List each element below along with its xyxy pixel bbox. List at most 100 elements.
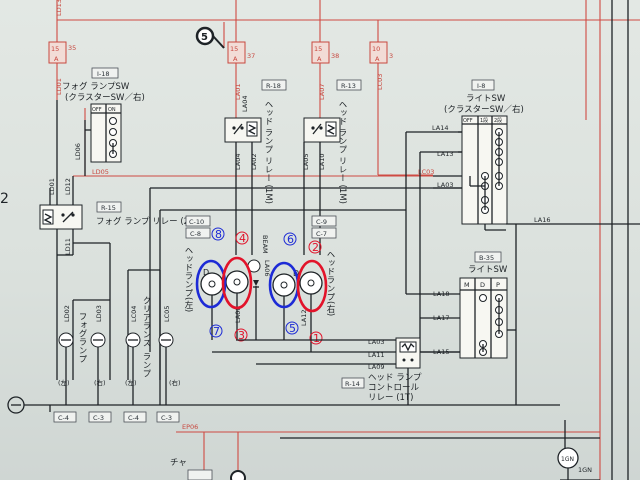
headlamp-left: C-10 C-8 ヘッドランプ(左) D LA08 LA06 <box>183 215 271 340</box>
wire-label-la17: LA17 <box>433 314 450 322</box>
control-relay-line1: ヘッド ランプ <box>368 373 422 383</box>
bottom-wiring: EP06 チャ 1GN 1GN <box>170 420 600 480</box>
control-relay-tag: R-14 <box>345 380 360 388</box>
ign-tag: 1GN <box>561 456 574 463</box>
fog-switch-title: フォグ ランプSW <box>62 81 130 92</box>
fuse-37: 15 A 37 <box>227 41 255 64</box>
fog-relay-tag: R-15 <box>101 204 116 212</box>
wire-label-la07: LA07 <box>318 84 326 101</box>
fuse-37-amps: 15 <box>230 45 238 53</box>
wire-label-ep06: EP06 <box>182 423 198 431</box>
relay-left-tag: R-18 <box>266 82 281 90</box>
headlamp-left-d-mark: D <box>203 268 209 277</box>
wire-label-la09: LA09 <box>368 363 385 371</box>
headlamp-right-tag1: C-9 <box>316 218 327 226</box>
fuse-3: 10 A 3 <box>369 41 393 64</box>
wire-label-1gn: 1GN <box>578 466 592 474</box>
bottom-text: チャ <box>170 458 187 468</box>
lamp-tag-1: C-3 <box>93 414 104 422</box>
light-switch-upper-title: ライトSW <box>466 94 506 104</box>
annotation-3: 3 <box>238 329 245 342</box>
headlamp-right: C-9 C-7 ヘッドランプ(右) D LA12 <box>272 215 337 352</box>
wire-label-la01b: LA04 <box>241 96 249 113</box>
light-switch-lower: B-35 ライトSW M D P LA18 LA17 LA15 <box>406 224 517 405</box>
annotation-5: 5 <box>289 322 296 335</box>
fuse-3-unit: A <box>375 55 380 63</box>
light-switch-lower-col2: D <box>480 281 485 289</box>
fog-and-clearance-lamps: LD02 LD03 LC04 LC05 フォグランプ クリアランス ランプ (左… <box>49 243 181 423</box>
wire-label-la08: LA08 <box>234 307 242 324</box>
fuse-3-amps: 10 <box>372 45 380 53</box>
wire-label-ld05: LD05 <box>92 168 109 176</box>
headlamp-left-tag2: C-8 <box>190 230 201 238</box>
wire-label-la10: LA10 <box>318 154 326 171</box>
wire-label-la02: LA02 <box>250 154 258 171</box>
head-lamp-relay-right: R-13 ヘッド ランプ リレー (1M) LA05 LA10 <box>302 79 362 228</box>
fog-switch-tag: I-18 <box>97 70 110 78</box>
wire-label-la14: LA14 <box>432 124 449 132</box>
wire-label-lc03-top: LC03 <box>376 74 384 90</box>
wire-label-la18: LA18 <box>433 290 450 298</box>
wire-label-ld12: LD12 <box>64 178 72 195</box>
wire-label-ld01b: LD01 <box>48 178 56 195</box>
wire-label-ld13: LD13 <box>55 0 63 16</box>
annotation-6: 6 <box>287 233 294 246</box>
wire-label-la06: LA06 <box>263 260 271 277</box>
wire-label-la12: LA12 <box>300 310 308 327</box>
fuse-37-number: 37 <box>247 52 255 60</box>
light-switch-upper-sub: (クラスターSW／右) <box>444 104 524 115</box>
wire-label-la01: LA01 <box>234 84 242 101</box>
light-switch-lower-title: ライトSW <box>468 265 508 275</box>
wire-label-ld01: LD01 <box>55 78 63 95</box>
light-switch-upper-tag: I-8 <box>477 82 485 90</box>
annotation-labels: 8 4 6 2 7 3 5 1 <box>209 227 323 345</box>
wire-label-la03: LA03 <box>437 181 454 189</box>
light-switch-upper-col3: 2段 <box>494 117 502 124</box>
relay-left-text: ヘッド ランプ リレー (1M) <box>263 100 273 204</box>
lamp-wire-lc04: LC04 <box>130 306 138 322</box>
light-switch-lower-col3: P <box>496 281 500 289</box>
wire-label-la03b: LA03 <box>368 338 385 346</box>
light-switch-lower-tag: B-35 <box>479 254 494 262</box>
fuse-35-unit: A <box>54 55 59 63</box>
fog-switch-sub: (クラスターSW／右) <box>65 92 145 103</box>
annotation-7: 7 <box>213 325 220 338</box>
headlamp-right-text: ヘッドランプ(右) <box>325 250 335 316</box>
ground-symbol <box>7 396 560 414</box>
right-edge <box>611 0 629 480</box>
fuse-35: 15 A 35 <box>48 41 76 64</box>
beam-text: BEAM <box>261 235 269 254</box>
headlamp-right-tag2: C-7 <box>316 230 327 238</box>
light-switch-upper-col1: OFF <box>463 118 473 124</box>
relay-right-tag: R-13 <box>341 82 356 90</box>
light-switch-upper-col2: 1段 <box>480 117 488 124</box>
headlamp-left-tag1: C-10 <box>189 218 204 226</box>
fuse-38-amps: 15 <box>314 45 322 53</box>
lamp-wire-ld02: LD02 <box>63 305 71 322</box>
fog-relay: R-15 フォグ ランプ リレー (2M) LD01 LD12 LD11 <box>39 100 200 255</box>
control-relay-line2: コントロール <box>368 383 420 393</box>
fog-lamp-text: フォグランプ <box>77 312 87 363</box>
lamp-side-1: (右) <box>94 378 106 387</box>
lamp-side-2: (左) <box>125 378 137 387</box>
page-side-mark: 2 <box>0 191 9 207</box>
annotation-8: 8 <box>215 228 222 241</box>
annotation-rings <box>195 256 328 313</box>
annotation-1: 1 <box>313 332 320 345</box>
wire-label-la04: LA04 <box>234 154 242 171</box>
lamp-wire-ld03: LD03 <box>95 305 103 322</box>
fuse-37-unit: A <box>233 55 238 63</box>
lamp-side-0: (左) <box>58 378 70 387</box>
reference-bubble: 5 <box>195 26 225 49</box>
lamp-tag-3: C-3 <box>161 414 172 422</box>
wire-label-la05: LA05 <box>302 154 310 171</box>
wire-label-la13: LA13 <box>437 150 454 158</box>
clearance-lamp-text: クリアランス <box>141 296 151 347</box>
lamp-tag-2: C-4 <box>128 414 139 422</box>
head-lamp-control-relay: LA03 LA11 LA09 R-14 ヘッド ランプ コントロール リレー (… <box>149 300 460 405</box>
fuse-38: 15 A 38 <box>311 41 339 64</box>
head-lamp-relay-left: R-18 ヘッド ランプ リレー (1M) LA04 LA04 LA02 <box>224 79 287 228</box>
lamp-tag-0: C-4 <box>58 414 69 422</box>
